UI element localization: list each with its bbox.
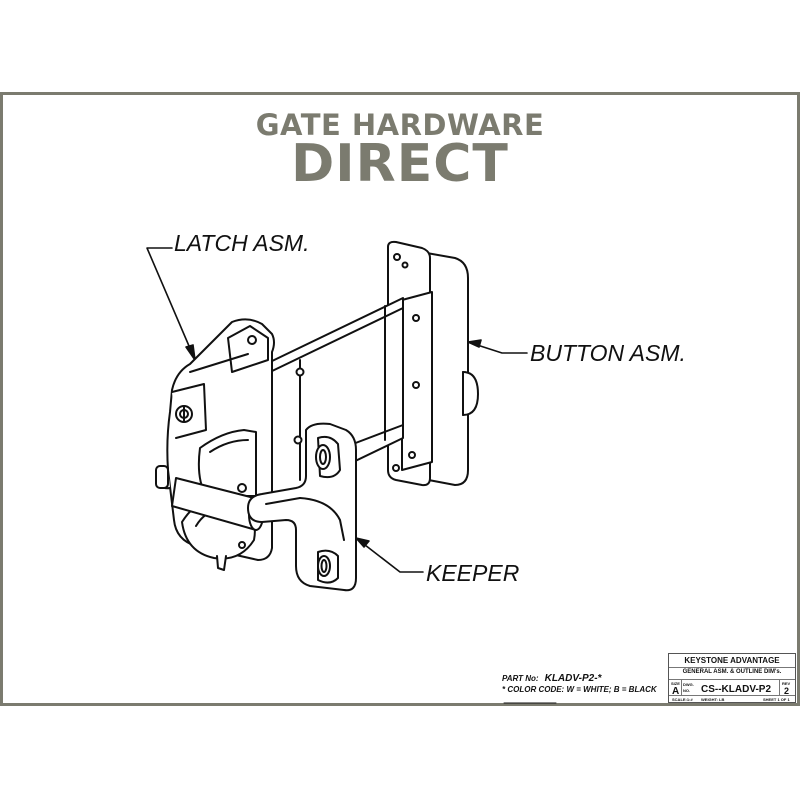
- size-value: A: [672, 686, 680, 697]
- title-block-divider: [779, 679, 780, 695]
- keeper-label: KEEPER: [426, 560, 520, 586]
- color-code: * COLOR CODE: W = WHITE; B = BLACK: [502, 685, 657, 694]
- title-block-divider: [669, 679, 795, 680]
- sheet-text: SHEET 1 OF 1: [763, 697, 790, 702]
- button-leader-line: [467, 339, 528, 354]
- dwg-label: DWG.: [683, 682, 694, 687]
- size-label: SIZE: [671, 681, 680, 686]
- title-block-company: KEYSTONE ADVANTAGE: [684, 656, 780, 665]
- weight-value: LB: [719, 697, 725, 702]
- latch-asm-label: LATCH ASM.: [174, 230, 310, 256]
- weight-label: WEIGHT:: [701, 697, 718, 702]
- drawing-number: CS--KLADV-P2: [701, 684, 772, 695]
- connecting-rail: [269, 297, 404, 503]
- keeper: [247, 422, 357, 592]
- part-number-value: KLADV-P2-*: [544, 673, 602, 684]
- latch-assembly: [155, 318, 275, 571]
- part-number-label: PART No:: [502, 674, 539, 683]
- button-asm-label: BUTTON ASM.: [530, 340, 686, 366]
- title-block: KEYSTONE ADVANTAGE GENERAL ASM. & OUTLIN…: [668, 653, 796, 703]
- revision-value: 2: [784, 686, 790, 696]
- part-number-row: PART No: KLADV-P2-*: [502, 673, 657, 684]
- title-block-description: GENERAL ASM. & OUTLINE DIM's.: [682, 669, 782, 675]
- brand-line-2: DIRECT: [291, 134, 509, 194]
- title-block-divider: [669, 667, 795, 668]
- title-block-divider: [669, 695, 795, 696]
- rev-label: REV: [782, 681, 791, 686]
- title-block-divider: [681, 679, 682, 695]
- scale-text: SCALE:1:#: [672, 697, 693, 702]
- no-label: NO.: [683, 688, 691, 693]
- brand-line-1: GATE HARDWARE: [255, 108, 545, 142]
- keeper-leader-line: [355, 537, 424, 573]
- latch-leader-line: [146, 247, 196, 361]
- part-info: PART No: KLADV-P2-* * COLOR CODE: W = WHI…: [502, 673, 657, 695]
